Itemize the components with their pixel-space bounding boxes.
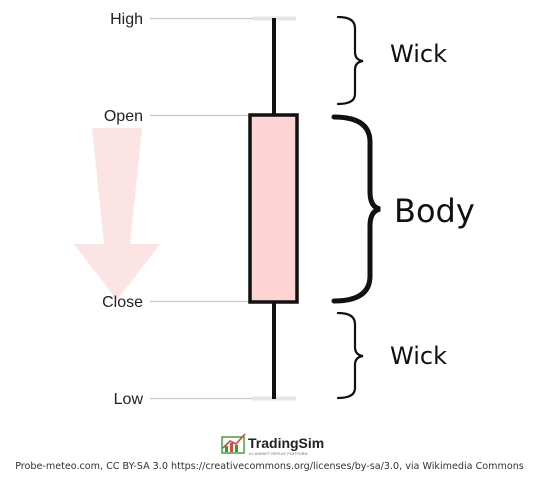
lower-wick-brace bbox=[336, 311, 364, 400]
body-brace bbox=[331, 114, 381, 304]
logo-tagline: #1 MARKET REPLAY PLATFORM bbox=[249, 452, 308, 456]
open-label: Open bbox=[104, 108, 143, 125]
tradingsim-logo: TradingSim #1 MARKET REPLAY PLATFORM bbox=[221, 433, 324, 456]
low-label: Low bbox=[114, 391, 144, 408]
upper-wick-label: Wick bbox=[390, 40, 447, 68]
close-label: Close bbox=[102, 294, 143, 311]
logo-name: TradingSim bbox=[248, 435, 324, 451]
image-credit: Probe-meteo.com, CC BY-SA 3.0 https://cr… bbox=[15, 461, 524, 472]
lower-wick-label: Wick bbox=[390, 342, 447, 370]
down-arrow-icon bbox=[74, 128, 160, 300]
high-label: High bbox=[110, 11, 143, 28]
candle-body bbox=[248, 113, 299, 304]
body-label: Body bbox=[394, 192, 475, 230]
upper-wick-brace bbox=[336, 15, 364, 106]
chart-logo-icon bbox=[221, 433, 246, 454]
